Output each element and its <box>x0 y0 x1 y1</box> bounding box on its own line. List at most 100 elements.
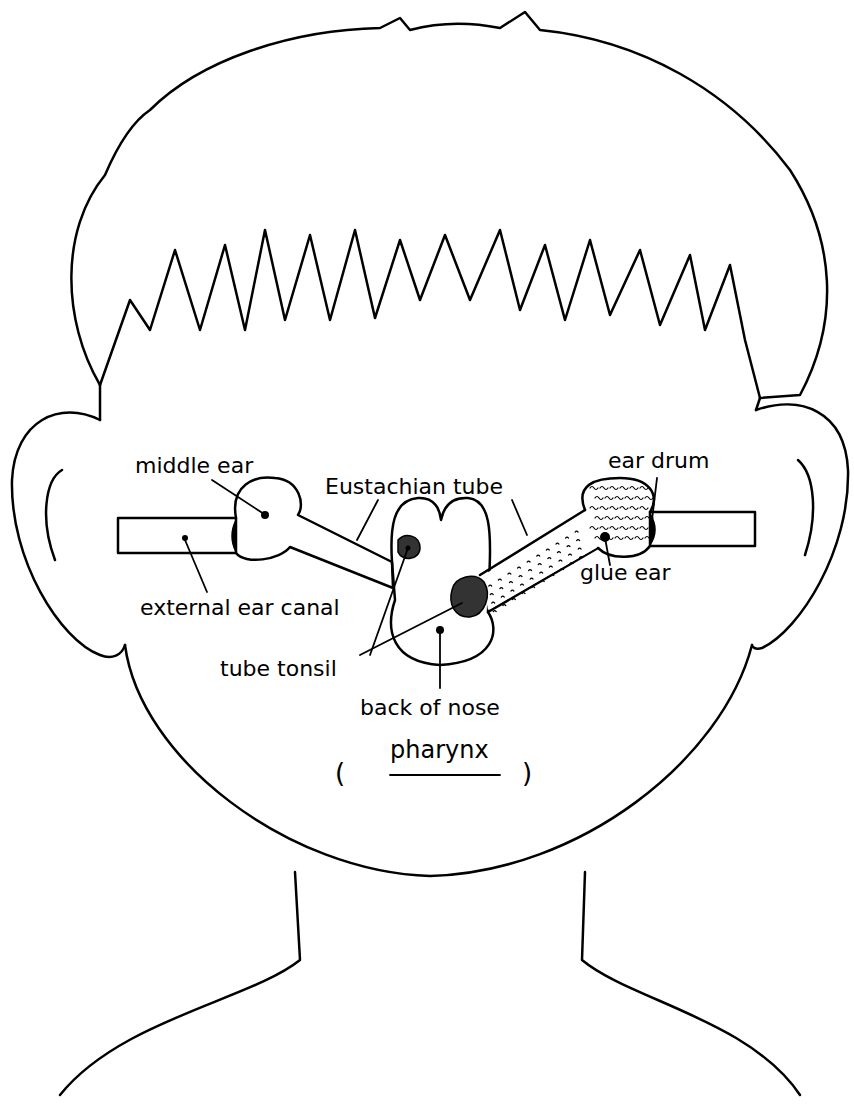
glue-mark <box>610 487 618 490</box>
glue-mark <box>580 557 583 558</box>
glue-mark <box>600 507 608 510</box>
eustachian-tube-fill <box>482 512 598 610</box>
part-label: tube tonsil <box>220 658 337 680</box>
glue-mark <box>615 517 623 520</box>
part-label: ear drum <box>608 450 709 472</box>
glue-mark <box>567 546 570 547</box>
neck <box>582 872 800 1095</box>
glue-mark <box>537 555 540 556</box>
glue-mark <box>595 517 603 520</box>
neck <box>60 872 300 1095</box>
face-outline <box>125 645 752 876</box>
glue-mark <box>640 527 648 530</box>
glue-mark <box>548 558 551 559</box>
glue-mark <box>559 560 562 561</box>
glue-mark <box>610 527 618 530</box>
glue-mark <box>645 497 653 500</box>
glue-mark <box>590 487 598 490</box>
leader-lines <box>185 478 657 775</box>
glue-mark <box>522 593 525 594</box>
glue-mark <box>530 578 533 579</box>
fringe <box>100 230 760 398</box>
glue-mark <box>605 497 613 500</box>
glue-mark <box>493 611 496 612</box>
glue-mark <box>590 507 598 510</box>
glue-mark <box>635 537 643 540</box>
glue-mark <box>620 487 628 490</box>
glue-mark <box>551 575 554 576</box>
ear-drum <box>232 520 236 552</box>
glue-mark <box>512 599 515 600</box>
ear-canal <box>650 512 755 546</box>
glue-mark <box>509 582 512 583</box>
glue-mark <box>575 531 578 532</box>
glue-mark <box>620 527 628 530</box>
glue-mark <box>640 507 648 510</box>
part-label: Eustachian tube <box>325 476 503 498</box>
ear <box>46 470 62 560</box>
glue-mark <box>541 581 544 582</box>
glue-mark <box>595 497 603 500</box>
glue-mark <box>556 543 559 544</box>
pharynx <box>391 498 493 665</box>
glue-mark <box>630 487 638 490</box>
glue-mark <box>538 564 541 565</box>
glue-mark <box>605 517 613 520</box>
glue-mark <box>492 602 495 603</box>
glue-mark <box>546 549 549 550</box>
middle-ear <box>582 478 653 557</box>
hair <box>71 12 827 398</box>
face-outline <box>99 385 102 420</box>
glue-mark <box>610 507 618 510</box>
glue-mark <box>532 587 535 588</box>
glue-mark <box>540 572 543 573</box>
ear-canal <box>118 518 236 553</box>
glue-mark <box>519 576 522 577</box>
part-label: glue ear <box>580 562 671 584</box>
glue-mark <box>578 548 581 549</box>
glue-mark <box>501 596 504 597</box>
glue-mark <box>625 517 633 520</box>
glue-mark <box>508 573 511 574</box>
glue-mark <box>503 605 506 606</box>
glue-mark <box>635 497 643 500</box>
glue-mark <box>590 527 598 530</box>
glue-mark <box>640 487 648 490</box>
glue-mark <box>577 540 580 541</box>
ear <box>752 405 848 649</box>
glue-mark <box>625 537 633 540</box>
glue-mark <box>521 584 524 585</box>
glue-mark <box>490 594 493 595</box>
glue-mark <box>630 507 638 510</box>
ear <box>12 413 125 657</box>
glue-mark <box>500 588 503 589</box>
eustachian-tube <box>480 510 598 612</box>
glue-mark <box>566 537 569 538</box>
part-label: external ear canal <box>140 597 340 619</box>
glue-mark <box>620 507 628 510</box>
glue-mark <box>527 561 530 562</box>
glue-mark <box>511 590 514 591</box>
tube-tonsil <box>398 536 420 559</box>
glue-mark <box>529 570 532 571</box>
glue-mark <box>498 579 501 580</box>
tube-tonsil <box>451 576 487 617</box>
glue-mark <box>549 566 552 567</box>
ear <box>798 460 813 555</box>
glue-mark <box>630 527 638 530</box>
glue-texture <box>489 487 653 612</box>
glue-mark <box>560 569 563 570</box>
glue-mark <box>645 537 653 540</box>
glue-mark <box>615 497 623 500</box>
glue-mark <box>557 552 560 553</box>
glue-mark <box>625 497 633 500</box>
glue-mark <box>615 537 623 540</box>
part-label: ) <box>522 760 532 786</box>
glue-mark <box>489 585 492 586</box>
part-label: pharynx <box>390 738 489 762</box>
part-label: back of nose <box>360 697 500 719</box>
glue-mark <box>600 527 608 530</box>
glue-mark <box>569 554 572 555</box>
